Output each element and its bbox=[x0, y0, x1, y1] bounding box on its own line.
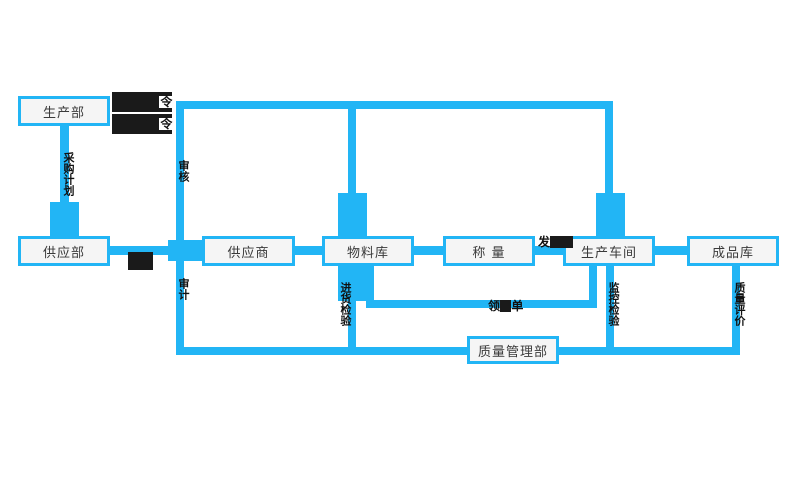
node-label: 称 量 bbox=[472, 245, 506, 261]
edge-label-incoming-inspection: 进货检验 bbox=[339, 282, 352, 326]
node-label: 成品库 bbox=[711, 245, 754, 261]
node-label: 供应商 bbox=[227, 245, 270, 261]
redacted-block: ■ bbox=[500, 298, 512, 313]
link-material-to-weighing bbox=[411, 246, 447, 255]
edge-label-text: 质量评价 bbox=[733, 282, 746, 326]
redacted-visible-head: 发 bbox=[538, 234, 551, 249]
redacted-visible-tail: 令 bbox=[159, 117, 173, 131]
node-supplier[interactable]: 供应商 bbox=[202, 236, 295, 266]
redacted-label-issue-slip: 发■■ bbox=[536, 232, 573, 251]
node-production-shop[interactable]: 生产车间 bbox=[563, 236, 655, 266]
node-label: 生产部 bbox=[42, 105, 85, 121]
link-requisition-right-vertical bbox=[589, 258, 597, 308]
redacted-label-supply-note: ■■ bbox=[128, 252, 153, 270]
redacted-block: ■■ bbox=[550, 234, 573, 249]
link-audit-vertical bbox=[176, 258, 184, 351]
node-weighing[interactable]: 称 量 bbox=[443, 236, 535, 266]
link-quality-evaluation-vertical bbox=[732, 261, 740, 351]
node-label: 供应部 bbox=[42, 245, 85, 261]
edge-label-monitor-inspection: 监控检验 bbox=[607, 282, 620, 326]
node-production-dept[interactable]: 生产部 bbox=[18, 96, 110, 126]
link-incoming-inspection-vertical bbox=[348, 261, 356, 351]
link-production-to-supply-stub bbox=[60, 124, 69, 146]
link-incoming-inspection-arrow bbox=[338, 261, 367, 301]
edge-label-text: 进货检验 bbox=[339, 282, 352, 326]
node-label: 物料库 bbox=[346, 245, 389, 261]
redacted-label-requisition: 领■单 bbox=[486, 296, 523, 315]
node-quality-dept[interactable]: 质量管理部 bbox=[467, 336, 559, 364]
node-supply-dept[interactable]: 供应部 bbox=[18, 236, 110, 266]
redacted-visible-tail: 单 bbox=[511, 298, 524, 313]
link-top-bus-to-material-arrow bbox=[338, 193, 367, 240]
link-requisition-left-vertical bbox=[366, 258, 374, 307]
link-review-vertical-left bbox=[176, 101, 184, 242]
redacted-block: ■■ bbox=[130, 254, 153, 268]
redacted-label-order-second: ■■■■令 bbox=[112, 114, 173, 134]
redacted-label-order-top: ■■■■令 bbox=[112, 92, 173, 112]
link-requisition-horizontal bbox=[366, 300, 597, 308]
edge-label-review: 审核 bbox=[177, 160, 190, 182]
node-finished-store[interactable]: 成品库 bbox=[687, 236, 779, 266]
link-shop-to-finished bbox=[654, 246, 690, 255]
link-top-bus-to-shop-arrow bbox=[596, 193, 625, 240]
link-quality-dept-right-tie bbox=[553, 347, 575, 355]
node-material-store[interactable]: 物料库 bbox=[322, 236, 414, 266]
redacted-visible-tail: 令 bbox=[159, 95, 173, 109]
link-top-bus-to-material-vertical bbox=[348, 101, 356, 193]
edge-label-purchase-plan: 采购计划 bbox=[62, 152, 75, 196]
edge-label-text: 审计 bbox=[177, 278, 190, 300]
link-supplydept-to-junction bbox=[110, 246, 172, 255]
redacted-block: ■■■■ bbox=[114, 117, 160, 131]
node-label: 生产车间 bbox=[580, 245, 637, 261]
link-quality-dept-left-tie bbox=[455, 347, 475, 355]
edge-label-text: 监控检验 bbox=[607, 282, 620, 326]
redacted-visible-head: 领 bbox=[488, 298, 501, 313]
link-review-top-bus bbox=[176, 101, 613, 109]
edge-label-text: 审核 bbox=[177, 160, 190, 182]
link-weighing-to-shop bbox=[534, 246, 566, 255]
link-purchase-plan-vertical bbox=[60, 146, 69, 202]
link-supplier-to-material bbox=[294, 246, 326, 255]
link-purchase-plan-arrow bbox=[50, 202, 79, 240]
edge-label-text: 采购计划 bbox=[62, 152, 75, 196]
redacted-block: ■■■■ bbox=[114, 95, 160, 109]
edge-label-audit: 审计 bbox=[177, 278, 190, 300]
edge-label-quality-evaluation: 质量评价 bbox=[733, 282, 746, 326]
link-mid-junction-block bbox=[168, 240, 206, 261]
link-top-bus-to-shop-vertical bbox=[605, 101, 613, 193]
link-monitor-inspection-vertical bbox=[606, 261, 614, 351]
node-label: 质量管理部 bbox=[477, 344, 548, 360]
